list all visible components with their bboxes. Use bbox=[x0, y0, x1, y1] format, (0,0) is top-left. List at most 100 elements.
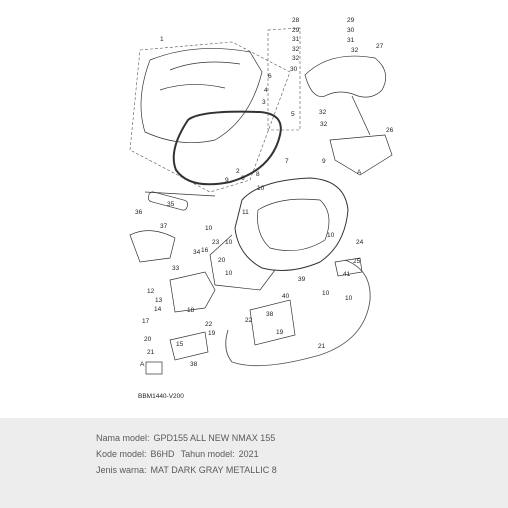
info-panel: Nama model:GPD155 ALL NEW NMAX 155 Kode … bbox=[0, 418, 508, 508]
callout-number: 20 bbox=[218, 257, 226, 264]
tool-rod bbox=[144, 191, 216, 197]
model-name-value: GPD155 ALL NEW NMAX 155 bbox=[153, 433, 276, 443]
seal-ring-shape bbox=[172, 110, 282, 186]
cover-piece bbox=[129, 230, 176, 263]
callout-number: 6 bbox=[268, 73, 272, 80]
callout-number: 22 bbox=[205, 321, 213, 328]
bracket-piece bbox=[169, 331, 209, 361]
grab-bar-arm bbox=[351, 95, 371, 136]
callout-number: 38 bbox=[266, 311, 274, 318]
callout-number: 35 bbox=[167, 201, 175, 208]
seat-group-frame bbox=[129, 41, 291, 193]
callout-number: 39 bbox=[298, 276, 306, 283]
callout-number: A bbox=[357, 169, 362, 176]
callout-number: 10 bbox=[345, 295, 353, 302]
callout-number: 27 bbox=[376, 43, 384, 50]
callout-number: 31 bbox=[347, 37, 355, 44]
model-name-label: Nama model: bbox=[96, 433, 150, 443]
callout-number: 17 bbox=[142, 318, 150, 325]
callout-number: 10 bbox=[322, 290, 330, 297]
diagram-code: BBM1440-V200 bbox=[138, 393, 184, 400]
tool-piece bbox=[147, 191, 189, 211]
label-box bbox=[145, 361, 163, 375]
callout-number: 29 bbox=[347, 17, 355, 24]
callout-number: 24 bbox=[356, 239, 364, 246]
callout-number: 2 bbox=[236, 168, 240, 175]
callout-number: 34 bbox=[193, 249, 201, 256]
color-value: MAT DARK GRAY METALLIC 8 bbox=[150, 465, 277, 475]
callout-number: 32 bbox=[292, 46, 300, 53]
callout-number: 10 bbox=[225, 239, 233, 246]
color-label: Jenis warna: bbox=[96, 465, 147, 475]
seat-seam-line bbox=[159, 84, 226, 91]
callout-number: 9 bbox=[225, 177, 229, 184]
callout-number: 8 bbox=[256, 171, 260, 178]
callout-number: 36 bbox=[135, 209, 143, 216]
callout-number: 19 bbox=[276, 329, 284, 336]
year-label: Tahun model: bbox=[180, 449, 235, 459]
callout-number: 30 bbox=[347, 27, 355, 34]
callout-number: 30 bbox=[290, 66, 298, 73]
latch-shape bbox=[334, 257, 363, 277]
bolt-group-frame bbox=[267, 27, 301, 131]
frame-rail bbox=[209, 234, 276, 291]
callout-number: 32 bbox=[351, 47, 359, 54]
callout-number: 11 bbox=[242, 209, 249, 216]
storage-box-inner bbox=[257, 198, 330, 251]
model-name-row: Nama model:GPD155 ALL NEW NMAX 155 bbox=[96, 433, 275, 443]
callout-number: 5 bbox=[291, 111, 295, 118]
callout-number: 10 bbox=[257, 185, 265, 192]
callout-number: 38 bbox=[190, 361, 198, 368]
callout-number: 9 bbox=[322, 158, 326, 165]
callout-number: 10 bbox=[225, 270, 233, 277]
callout-number: 20 bbox=[144, 336, 152, 343]
callout-number: 29 bbox=[292, 27, 300, 34]
plate-shape bbox=[249, 299, 296, 346]
callout-number: 26 bbox=[386, 127, 394, 134]
callout-number: 25 bbox=[353, 258, 361, 265]
model-code-row: Kode model:B6HD Tahun model:2021 bbox=[96, 449, 259, 459]
model-code-label: Kode model: bbox=[96, 449, 147, 459]
callout-number: 19 bbox=[208, 330, 216, 337]
seat-seam-line bbox=[169, 61, 241, 71]
callout-number: 40 bbox=[282, 293, 290, 300]
callout-number: A bbox=[140, 361, 145, 368]
model-code-value: B6HD bbox=[150, 449, 175, 459]
color-row: Jenis warna:MAT DARK GRAY METALLIC 8 bbox=[96, 465, 277, 475]
bracket-shape bbox=[329, 134, 393, 176]
callout-number: 15 bbox=[176, 341, 184, 348]
callout-number: 14 bbox=[154, 306, 162, 313]
cable-line bbox=[225, 259, 371, 367]
callout-number: 32 bbox=[319, 109, 327, 116]
callout-number: 16 bbox=[201, 247, 209, 254]
callout-number: 18 bbox=[187, 307, 195, 314]
grab-bar-shape bbox=[304, 55, 387, 98]
callout-number: 32 bbox=[320, 121, 328, 128]
callout-number: 37 bbox=[160, 223, 168, 230]
year-value: 2021 bbox=[238, 449, 259, 459]
callout-number: 33 bbox=[172, 265, 180, 272]
callout-number: 3 bbox=[262, 99, 266, 106]
callout-number: 10 bbox=[327, 232, 335, 239]
storage-box-shape bbox=[234, 177, 349, 271]
callout-number: 1 bbox=[160, 36, 164, 43]
callout-number: 28 bbox=[292, 17, 300, 24]
callout-number: 6 bbox=[241, 175, 245, 182]
callout-number: 32 bbox=[292, 55, 300, 62]
callout-number: 21 bbox=[318, 343, 326, 350]
callout-number: 13 bbox=[155, 297, 163, 304]
callout-number: 12 bbox=[147, 288, 155, 295]
callout-number: 22 bbox=[245, 317, 253, 324]
callout-number: 4 bbox=[264, 87, 268, 94]
battery-cover-shape bbox=[169, 271, 216, 313]
callout-number: 7 bbox=[285, 158, 289, 165]
callout-number: 23 bbox=[212, 239, 220, 246]
callout-number: 31 bbox=[292, 36, 300, 43]
seat-shape bbox=[140, 48, 263, 144]
callout-number: 10 bbox=[205, 225, 213, 232]
callout-number: 21 bbox=[147, 349, 155, 356]
callout-number: 41 bbox=[343, 271, 351, 278]
